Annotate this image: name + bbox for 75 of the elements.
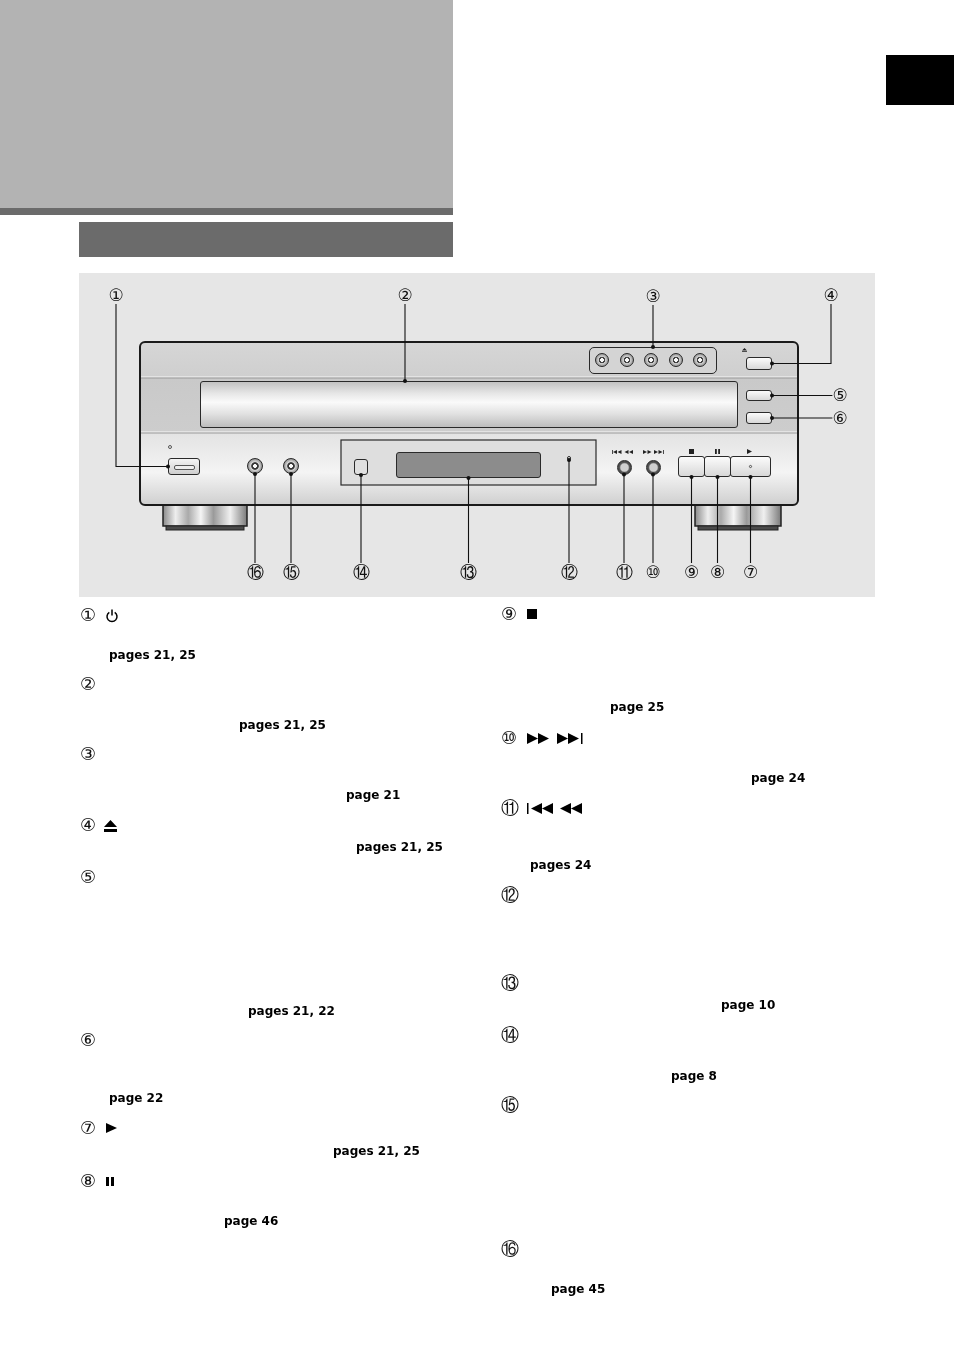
page-reference: pages 24 [530,858,592,872]
callout-number: ⑩ [645,563,661,581]
callout-number: ⑦ [80,1118,97,1137]
sensor-window [354,459,368,475]
play-button [730,456,771,477]
callout-number: ⑯ [501,1239,519,1258]
callout-number: ⑮ [282,563,300,581]
callout-number: ⑮ [501,1095,519,1114]
callout-number: ⑧ [80,1171,97,1190]
eject-button [746,357,772,370]
leader-line [770,416,833,420]
callout-number: ⑤ [80,867,97,886]
indicator-light [567,456,571,460]
disc-tray [200,381,738,428]
callout-number: ⑪ [501,798,519,817]
callout-number: ② [397,286,413,304]
callout-number: ⑧ [709,563,726,581]
callout-number: ⑫ [560,563,578,581]
callout-number: ② [80,674,97,693]
leader-line [403,303,407,383]
power-button [168,458,200,475]
callout-number: ⑩ [501,728,518,747]
page-reference: page 25 [610,700,665,714]
callout-number: ⑤ [832,386,848,404]
page-reference: page 8 [671,1069,717,1083]
panel-button [746,412,772,424]
callout-number: ⑭ [501,1025,519,1044]
display-window [396,452,541,478]
callout-number: ① [108,286,124,304]
leader-line [115,303,170,469]
callout-number: ⑭ [352,563,370,581]
callout-number: ⑥ [80,1030,97,1049]
leader-line [359,473,363,564]
page-reference: pages 21, 22 [248,1004,335,1018]
page-reference: page 10 [721,998,776,1012]
leader-line [253,472,257,564]
pause-button [704,456,731,477]
leader-line [715,475,720,564]
page-reference: page 46 [224,1214,279,1228]
page-reference: pages 21, 25 [109,648,196,662]
button-panel [589,347,717,374]
callout-number: ⑨ [683,563,700,581]
panel-button [746,390,772,401]
page-reference: page 24 [751,771,806,785]
leader-line [770,303,832,366]
page-reference: pages 21, 25 [239,718,326,732]
leader-line [567,458,571,564]
callout-number: ⑬ [501,973,519,992]
page-reference: pages 21, 25 [333,1144,420,1158]
leader-line [748,475,753,564]
leader-line [770,393,833,398]
page-reference: page 21 [346,788,401,802]
callout-number: ⑫ [501,885,519,904]
callout-number: ⑦ [742,563,759,581]
leader-line [651,304,655,349]
callout-number: ③ [645,287,661,305]
callout-number: ⑥ [832,409,848,427]
callout-number: ③ [80,744,97,763]
callout-number: ⑨ [501,604,518,623]
page-reference: page 45 [551,1282,606,1296]
callout-number: ⑯ [246,563,264,581]
callout-number: ⑪ [615,563,633,581]
page-reference: pages 21, 25 [356,840,443,854]
callout-number: ④ [823,286,839,304]
leader-line [689,475,694,564]
leader-line [466,476,471,564]
callout-number: ① [80,605,97,624]
leader-line [289,472,293,564]
stop-button [678,456,705,477]
callout-number: ⑬ [460,563,477,581]
heading-bar [79,222,453,257]
callout-number: ④ [80,815,97,834]
page-reference: page 22 [109,1091,164,1105]
leader-line [622,472,626,564]
leader-line [651,472,655,564]
